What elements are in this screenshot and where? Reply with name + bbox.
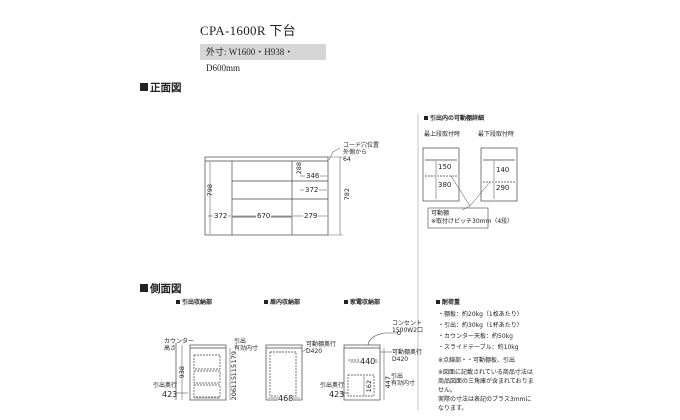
section-marker-icon (436, 300, 440, 304)
front-dim-left: 372 (213, 212, 229, 220)
drawer-height-938: 938 (178, 366, 186, 379)
section-marker-icon (344, 300, 348, 304)
section-marker-icon (176, 300, 180, 304)
detail-heading: 引出内の可動棚詳細 (424, 113, 484, 122)
detail-bottom-label: 最下段取付時 (478, 131, 515, 138)
front-dim-height-left: 798 (206, 184, 214, 197)
load-item: ・カウンター天板：約50kg (438, 333, 513, 340)
appliance-dim-447: 447 (384, 376, 392, 389)
load-item: ・スライドテーブル：約10kg (438, 344, 519, 351)
front-dim-right: 279 (303, 212, 319, 220)
cabinet-bottom-value: 468 (278, 394, 294, 403)
appliance-width-value: 440 (360, 357, 376, 366)
counter-height-label: カウンター 高さ (164, 338, 195, 352)
section-marker-icon (140, 284, 148, 292)
appliance-inner-label: 引出 有効内寸 (391, 373, 416, 387)
drawer-dim-115b: 115 (230, 376, 238, 389)
detail-top-label: 最上段取付時 (424, 131, 461, 138)
section-marker-icon (424, 116, 428, 120)
drawer-storage-heading: 引出収納部 (176, 297, 212, 306)
detail-bottom-val-1: 140 (496, 166, 510, 174)
appliance-depth-value: 423 (329, 390, 345, 399)
spec-banner: 外寸: W1600・H938・D600mm (200, 44, 326, 73)
drawer-depth-value: 423 (162, 390, 178, 399)
load-item: ・引出：約30kg（1杯あたり） (438, 322, 523, 329)
drawer-depth-label: 引出奥行 (153, 382, 178, 389)
appliance-shelf-depth-label: 可動棚奥行 D420 (392, 349, 423, 363)
load-heading: 耐荷重 (436, 297, 460, 306)
section-marker-icon (264, 300, 268, 304)
front-dim-middle: 670 (256, 212, 272, 220)
drawer-inner-label: 引出 有効内寸 (234, 338, 259, 352)
front-dim-upper-right: 288 (295, 162, 303, 175)
appliance-dim-162: 162 (365, 380, 373, 393)
front-cabinet-outline (204, 156, 329, 236)
outlet-label: コンセント 1500W2口 (392, 320, 424, 334)
dimension-notes: ※図面に記載されている商品寸法は 商品図面の三角庫が含まれておりま せん。 実際… (438, 369, 534, 412)
front-dim-height-right: 782 (343, 188, 351, 201)
detail-top-val-2: 380 (438, 181, 452, 189)
load-item: ・棚板：約20kg（1枚あたり） (438, 311, 523, 318)
cabinet-storage-heading: 扉内収納部 (264, 297, 300, 306)
detail-bottom-val-2: 290 (496, 184, 510, 192)
detail-top-val-1: 150 (438, 163, 452, 171)
cabinet-shelf-depth-label: 可動棚奥行 D420 (306, 341, 337, 355)
detail-note: 可動棚 ※取付けピッチ30mm（4段） (431, 210, 514, 225)
front-dim-mid-right: 372 (304, 186, 320, 194)
drawer-dim-206: 206 (230, 388, 238, 401)
side-view-heading: 側面図 (140, 281, 182, 296)
drawer-dim-179: 179 (230, 351, 238, 364)
appliance-storage-heading: 家電収納部 (344, 297, 380, 306)
page-title: CPA-1600R 下台 (200, 23, 296, 38)
section-marker-icon (140, 83, 148, 91)
appliance-depth-label: 引出奥行 (320, 382, 345, 389)
drawer-dim-115a: 115 (230, 364, 238, 377)
cord-hole-note: コード穴位置 外側から 64 (343, 142, 380, 163)
dashed-legend: ※点線部・・可動棚板、引出 (438, 357, 516, 364)
front-view-heading: 正面図 (140, 80, 182, 95)
load-list: ・棚板：約20kg（1枚あたり） ・引出：約30kg（1杯あたり） ・カウンター… (438, 309, 523, 353)
front-dim-upper: 346 (305, 172, 321, 180)
